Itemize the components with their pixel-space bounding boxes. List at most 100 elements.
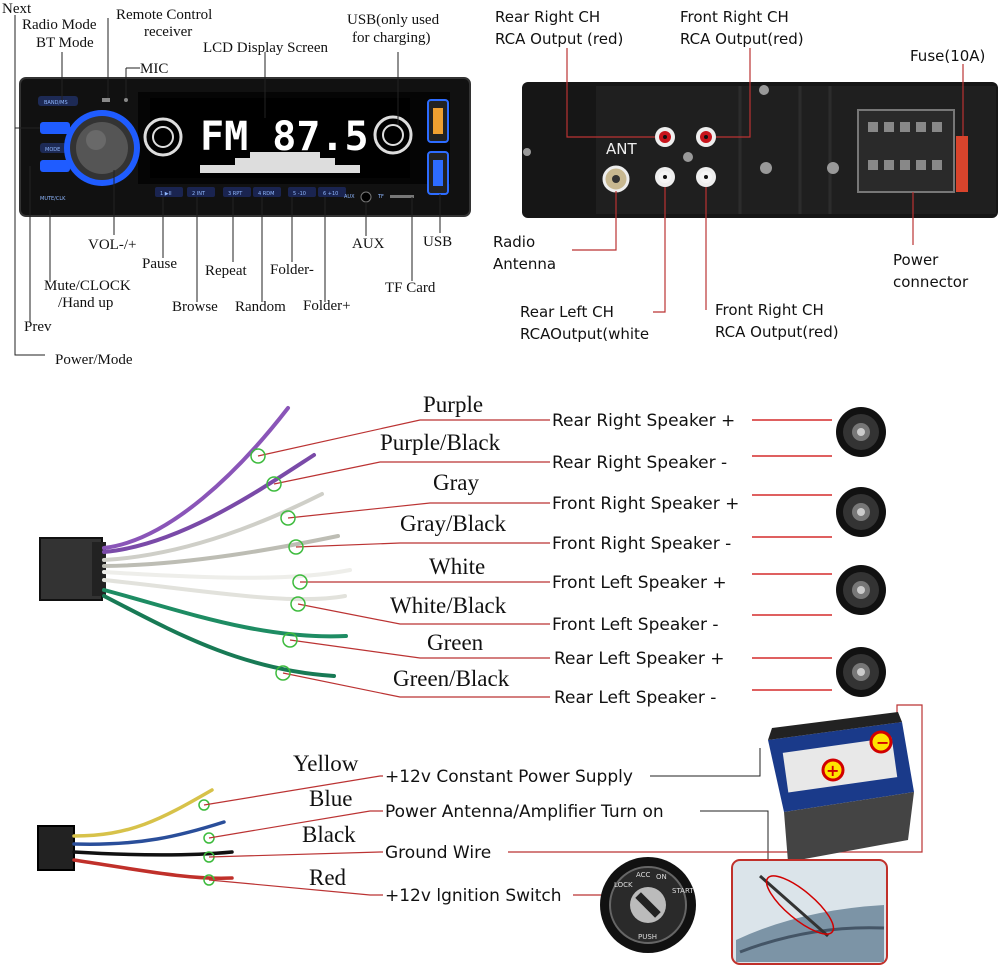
speaker-wire xyxy=(102,534,340,568)
speaker-row-6: White/Black Front Left Speaker - xyxy=(297,593,832,635)
band-button[interactable] xyxy=(38,96,78,106)
rca-rear-right[interactable] xyxy=(655,127,675,147)
wire-function-label: Front Left Speaker - xyxy=(552,615,718,635)
power-wire xyxy=(72,820,226,847)
label-power: Power xyxy=(893,251,939,269)
speaker-wire xyxy=(102,588,348,639)
power-wires xyxy=(72,788,234,881)
tf-label: TF xyxy=(377,194,384,200)
speaker-wire xyxy=(102,492,324,562)
label-antenna: Antenna xyxy=(493,255,556,273)
wire-color-label: Blue xyxy=(309,786,352,811)
aux-label: AUX xyxy=(344,194,355,200)
speaker-rows: Purple Rear Right Speaker + Purple/Black… xyxy=(250,392,886,708)
label-random: Random xyxy=(235,299,286,315)
ignition-push-label: PUSH xyxy=(638,933,657,941)
preset-button-6[interactable]: 6 +10 xyxy=(318,187,346,197)
wire-function-label: Rear Right Speaker + xyxy=(552,411,735,431)
preset-button-2[interactable]: 2 INT xyxy=(187,187,215,197)
label-mute-2: /Hand up xyxy=(58,295,113,311)
label-front-right-ch-top: Front Right CH xyxy=(680,8,789,26)
wire-color-label: Yellow xyxy=(293,751,359,776)
mic-hole xyxy=(124,98,128,102)
label-connector: connector xyxy=(893,273,969,291)
screw xyxy=(683,152,693,162)
power-harness: Yellow +12v Constant Power Supply Blue P… xyxy=(37,704,923,906)
wire-color-label: Green xyxy=(427,630,484,655)
preset-button-3[interactable]: 3 RPT xyxy=(223,187,251,197)
preset-button-1[interactable]: 1 ▶II xyxy=(155,187,183,197)
preset-button-4[interactable]: 4 RDM xyxy=(253,187,281,197)
wire-color-label: Gray/Black xyxy=(400,511,507,536)
label-prev: Prev xyxy=(24,319,52,335)
wire-function-label: Rear Left Speaker - xyxy=(554,688,716,708)
wire-color-label: Green/Black xyxy=(393,666,510,691)
battery-negative-terminal xyxy=(869,730,893,754)
svg-text:4 RDM: 4 RDM xyxy=(258,191,274,197)
wire-function-label: Rear Right Speaker - xyxy=(552,453,727,473)
label-pause: Pause xyxy=(142,256,177,272)
speaker-icon xyxy=(836,565,886,615)
speaker-harness-connector xyxy=(39,537,103,601)
rca-front-right-top[interactable] xyxy=(696,127,716,147)
label-usb-charging-1: USB(only used xyxy=(347,12,440,28)
ignition-on-label: ON xyxy=(656,873,667,881)
label-mute-1: Mute/CLOCK xyxy=(44,278,131,294)
speaker-wire xyxy=(102,406,290,550)
prev-button[interactable] xyxy=(40,160,70,172)
label-aux: AUX xyxy=(352,236,385,252)
svg-text:+: + xyxy=(826,761,839,780)
spectrum-analyzer xyxy=(200,152,360,173)
remote-control-receiver xyxy=(102,98,110,102)
rca-front-right-bottom[interactable] xyxy=(696,167,716,187)
label-next: Next xyxy=(2,1,32,17)
ant-label: ANT xyxy=(606,140,637,158)
label-vol: VOL-/+ xyxy=(88,237,136,253)
ignition-lock-label: LOCK xyxy=(614,881,633,889)
mode-button[interactable] xyxy=(40,143,70,153)
car-antenna-image xyxy=(731,859,888,965)
tf-card-slot[interactable] xyxy=(390,195,414,198)
speaker-row-5: White Front Left Speaker + xyxy=(300,554,832,593)
label-rear-right-ch: Rear Right CH xyxy=(495,8,600,26)
label-usb: USB xyxy=(423,234,452,250)
rca-rear-left[interactable] xyxy=(655,167,675,187)
wire-color-label: Purple/Black xyxy=(380,430,501,455)
ignition-switch: LOCK ACC ON START PUSH xyxy=(600,857,696,953)
speaker-row-3: Gray Front Right Speaker + xyxy=(287,470,832,519)
label-front-right-output-top: RCA Output(red) xyxy=(680,30,804,48)
preset-buttons: 1 ▶II 2 INT 3 RPT 4 RDM 5 -10 6 +10 xyxy=(155,187,346,197)
battery-positive-terminal xyxy=(821,758,845,782)
mute-button-label: MUTE/CLK xyxy=(40,196,66,202)
band-button-label: BAND/MS xyxy=(44,100,68,106)
ignition-start-label: START xyxy=(672,887,694,895)
lcd-emblem-left xyxy=(143,117,183,157)
power-harness-connector xyxy=(37,825,75,871)
wire-function-label: +12v Constant Power Supply xyxy=(385,767,633,787)
preset-button-5[interactable]: 5 -10 xyxy=(288,187,316,197)
wire-function-label: Ground Wire xyxy=(385,843,491,863)
speaker-wire xyxy=(102,453,316,554)
speaker-wires xyxy=(102,406,352,678)
wire-function-label: Front Right Speaker + xyxy=(552,494,739,514)
rear-panel: ANT xyxy=(522,82,998,218)
speaker-row-7: Green Rear Left Speaker + xyxy=(289,630,832,669)
label-remote-control-1: Remote Control xyxy=(116,7,212,23)
wire-function-label: +12v lgnition Switch xyxy=(385,886,562,906)
label-lcd: LCD Display Screen xyxy=(203,40,328,56)
svg-text:3 RPT: 3 RPT xyxy=(228,191,243,197)
speaker-row-8: Green/Black Rear Left Speaker - xyxy=(282,666,832,708)
fuse[interactable] xyxy=(956,136,968,192)
mode-button-label: MODE xyxy=(45,147,60,153)
next-button[interactable] xyxy=(40,122,70,134)
label-radio: Radio xyxy=(493,233,535,251)
head-unit-leaders xyxy=(14,15,441,356)
rear-panel-labels: Rear Right CH RCA Output (red) Front Rig… xyxy=(493,8,985,343)
label-repeat: Repeat xyxy=(205,263,247,279)
power-wire-joints xyxy=(198,799,215,886)
wire-color-label: Red xyxy=(309,865,347,890)
label-remote-control-2: receiver xyxy=(144,24,192,40)
aux-jack[interactable] xyxy=(360,191,372,203)
speaker-wire xyxy=(102,594,336,678)
label-front-right-output-bottom: RCA Output(red) xyxy=(715,323,839,341)
